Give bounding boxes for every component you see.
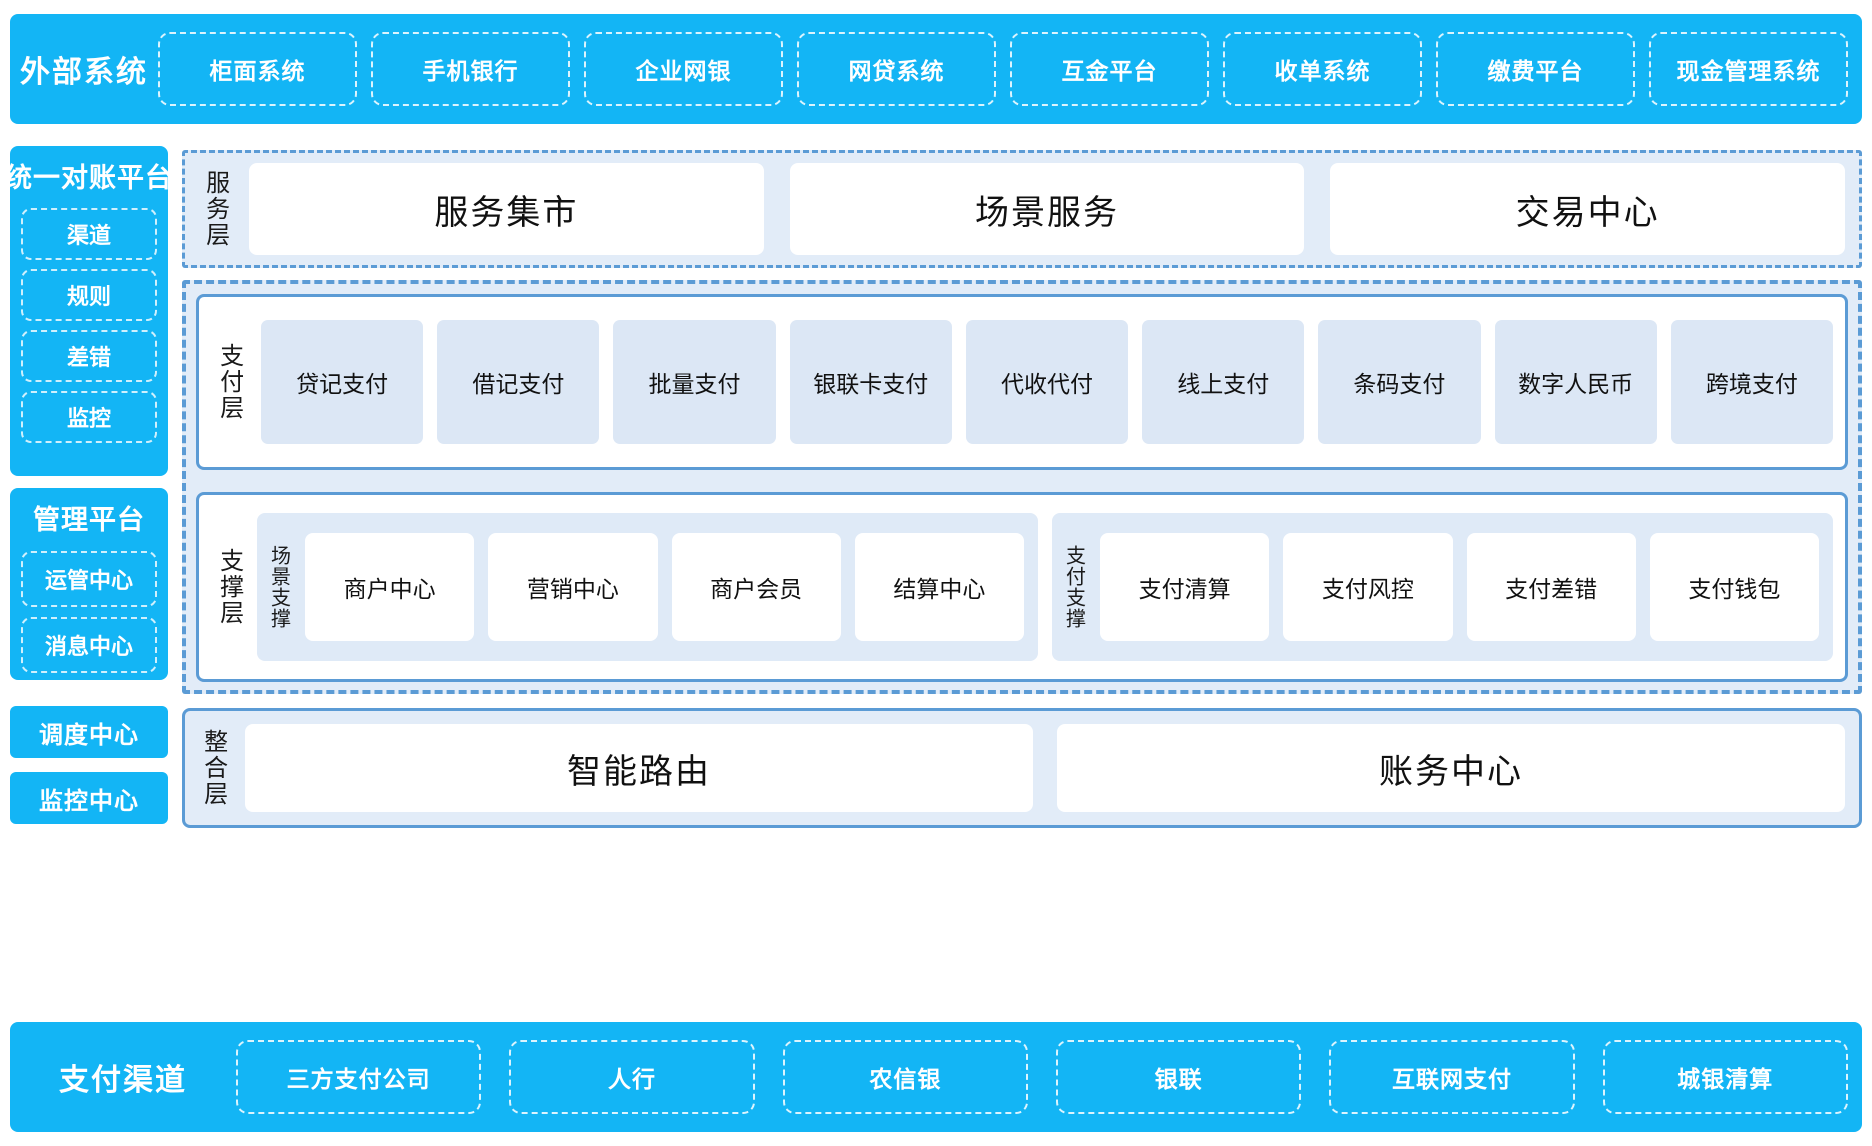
- payment-layer-panel: 支付层 贷记支付借记支付批量支付银联卡支付代收代付线上支付条码支付数字人民币跨境…: [196, 294, 1848, 470]
- payment-layer-item-3[interactable]: 银联卡支付: [789, 320, 952, 444]
- support-item-1-1[interactable]: 支付风控: [1283, 533, 1453, 641]
- payment-layer-item-0[interactable]: 贷记支付: [261, 320, 424, 444]
- support-layer-groups: 场景支撑商户中心营销中心商户会员结算中心支付支撑支付清算支付风控支付差错支付钱包: [257, 513, 1833, 661]
- payment-layer-item-7[interactable]: 数字人民币: [1494, 320, 1657, 444]
- support-layer-panel: 支撑层 场景支撑商户中心营销中心商户会员结算中心支付支撑支付清算支付风控支付差错…: [196, 492, 1848, 682]
- service-layer-container: 服务层 服务集市场景服务交易中心: [182, 150, 1862, 268]
- payment-channels-title: 支付渠道: [59, 1064, 187, 1097]
- external-system-item-7[interactable]: 现金管理系统: [1649, 32, 1848, 106]
- payment-channels-list: 三方支付公司人行农信银银联互联网支付城银清算: [236, 1022, 1848, 1132]
- payment-layer-item-1[interactable]: 借记支付: [437, 320, 600, 444]
- payment-channel-item-3[interactable]: 银联: [1055, 1040, 1302, 1114]
- external-system-item-5[interactable]: 收单系统: [1223, 32, 1422, 106]
- support-group-label-0: 场景支撑: [267, 545, 290, 629]
- payment-layer-list: 贷记支付借记支付批量支付银联卡支付代收代付线上支付条码支付数字人民币跨境支付: [261, 320, 1833, 444]
- integration-layer-panel: 整合层 智能路由账务中心: [182, 708, 1862, 828]
- external-system-item-2[interactable]: 企业网银: [584, 32, 783, 106]
- payment-channel-item-5[interactable]: 城银清算: [1602, 1040, 1848, 1114]
- sidebar-panel-management: 管理平台 运管中心消息中心: [10, 488, 168, 680]
- support-group-label-1: 支付支撑: [1062, 545, 1085, 629]
- service-layer-item-0[interactable]: 服务集市: [249, 163, 764, 255]
- integration-layer-item-1[interactable]: 账务中心: [1057, 724, 1845, 812]
- integration-layer-item-0[interactable]: 智能路由: [245, 724, 1033, 812]
- payment-channel-item-4[interactable]: 互联网支付: [1329, 1040, 1575, 1114]
- payment-channel-item-1[interactable]: 人行: [509, 1040, 755, 1114]
- support-item-1-0[interactable]: 支付清算: [1100, 533, 1270, 641]
- support-item-1-3[interactable]: 支付钱包: [1649, 533, 1819, 641]
- integration-layer-list: 智能路由账务中心: [245, 724, 1845, 812]
- management-item-1[interactable]: 消息中心: [21, 617, 157, 673]
- external-systems-list: 柜面系统手机银行企业网银网贷系统互金平台收单系统缴费平台现金管理系统: [158, 14, 1848, 124]
- support-item-0-1[interactable]: 营销中心: [488, 533, 658, 641]
- external-system-item-0[interactable]: 柜面系统: [158, 32, 357, 106]
- integration-layer-label: 整合层: [199, 729, 227, 807]
- external-system-item-3[interactable]: 网贷系统: [797, 32, 996, 106]
- support-group-items-0: 商户中心营销中心商户会员结算中心: [305, 533, 1024, 641]
- support-group-0: 场景支撑商户中心营销中心商户会员结算中心: [257, 513, 1038, 661]
- payment-layer-label: 支付层: [215, 343, 243, 421]
- service-layer-item-2[interactable]: 交易中心: [1330, 163, 1846, 255]
- payment-channels-band: 支付渠道 三方支付公司人行农信银银联互联网支付城银清算: [10, 1022, 1862, 1132]
- payment-channel-item-2[interactable]: 农信银: [782, 1040, 1028, 1114]
- management-items: 运管中心消息中心: [10, 551, 168, 673]
- reconciliation-item-3[interactable]: 监控: [21, 391, 157, 443]
- sidebar-item-scheduling-center[interactable]: 调度中心: [10, 706, 168, 758]
- reconciliation-item-2[interactable]: 差错: [21, 330, 157, 382]
- support-item-0-3[interactable]: 结算中心: [854, 533, 1024, 641]
- support-item-1-2[interactable]: 支付差错: [1466, 533, 1636, 641]
- reconciliation-items: 渠道规则差错监控: [10, 208, 168, 443]
- support-group-1: 支付支撑支付清算支付风控支付差错支付钱包: [1052, 513, 1833, 661]
- support-item-0-0[interactable]: 商户中心: [305, 533, 475, 641]
- support-layer-label: 支撑层: [215, 548, 243, 626]
- sidebar-item-monitoring-center[interactable]: 监控中心: [10, 772, 168, 824]
- reconciliation-item-0[interactable]: 渠道: [21, 208, 157, 260]
- management-platform-title: 管理平台: [33, 505, 145, 535]
- payment-layer-item-5[interactable]: 线上支付: [1142, 320, 1305, 444]
- external-system-item-4[interactable]: 互金平台: [1010, 32, 1209, 106]
- sidebar-panel-reconciliation: 统一对账平台 渠道规则差错监控: [5, 146, 172, 476]
- payment-layer-item-4[interactable]: 代收代付: [965, 320, 1129, 444]
- external-system-item-6[interactable]: 缴费平台: [1436, 32, 1635, 106]
- external-systems-title: 外部系统: [20, 56, 148, 89]
- service-layer-list: 服务集市场景服务交易中心: [249, 163, 1846, 255]
- reconciliation-platform-title: 统一对账平台: [5, 163, 173, 193]
- payment-layer-item-6[interactable]: 条码支付: [1318, 320, 1481, 444]
- management-item-0[interactable]: 运管中心: [21, 551, 157, 607]
- payment-layer-item-8[interactable]: 跨境支付: [1670, 320, 1833, 444]
- payment-channel-item-0[interactable]: 三方支付公司: [236, 1040, 482, 1114]
- external-system-item-1[interactable]: 手机银行: [371, 32, 570, 106]
- payment-layer-item-2[interactable]: 批量支付: [613, 320, 776, 444]
- support-item-0-2[interactable]: 商户会员: [671, 533, 841, 641]
- external-systems-band: 外部系统 柜面系统手机银行企业网银网贷系统互金平台收单系统缴费平台现金管理系统: [10, 14, 1862, 124]
- reconciliation-item-1[interactable]: 规则: [21, 269, 157, 321]
- service-layer-label: 服务层: [201, 170, 229, 248]
- support-group-items-1: 支付清算支付风控支付差错支付钱包: [1100, 533, 1819, 641]
- service-layer-item-1[interactable]: 场景服务: [789, 163, 1305, 255]
